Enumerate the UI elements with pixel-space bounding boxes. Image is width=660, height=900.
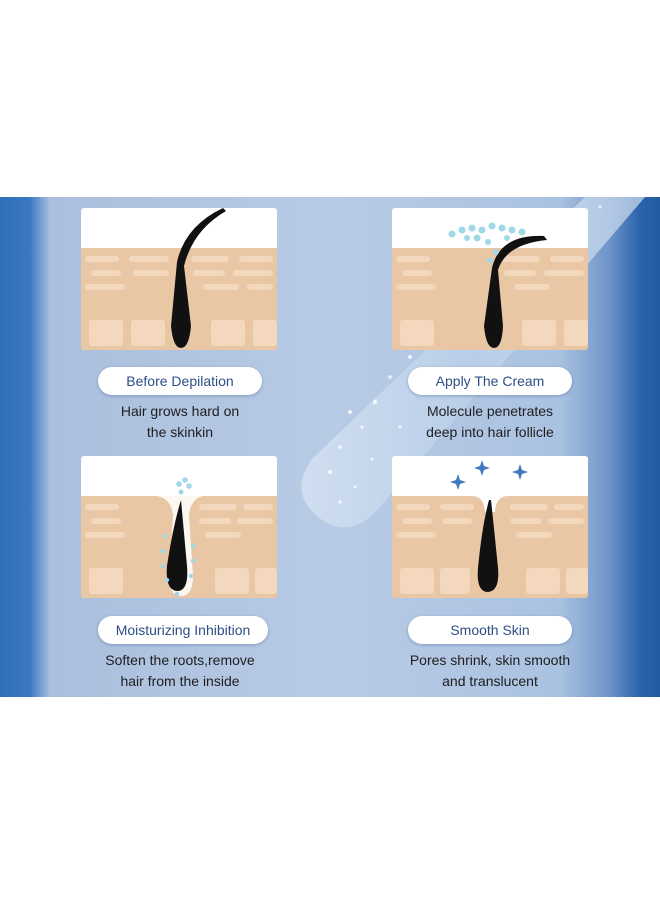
- hair-strand-icon: [477, 500, 499, 592]
- bubble-cluster-icon: [448, 222, 526, 263]
- hair-strand-icon: [484, 235, 547, 348]
- skin-diagram-before-depilation: [81, 208, 277, 350]
- skin-diagram-smooth-skin: [392, 456, 588, 598]
- step-title-before-depilation: Before Depilation: [98, 367, 262, 395]
- step-title-apply-cream: Apply The Cream: [408, 367, 572, 395]
- skin-diagram-apply-cream: [392, 208, 588, 350]
- step-title-smooth-skin: Smooth Skin: [408, 616, 572, 644]
- skin-diagram-moisturizing-inhibition: [81, 456, 277, 598]
- step-description-moisturizing-inhibition: Soften the roots,remove hair from the in…: [105, 652, 255, 689]
- bubble-cluster-icon: [160, 477, 196, 597]
- step-description-before-depilation: Hair grows hard on the skinkin: [120, 403, 240, 440]
- sparkle-icon: [450, 460, 528, 490]
- hair-strand-icon: [171, 208, 226, 348]
- step-description-smooth-skin: Pores shrink, skin smooth and translucen…: [409, 652, 571, 689]
- hair-strand-icon: [166, 500, 188, 591]
- step-title-moisturizing-inhibition: Moisturizing Inhibition: [98, 616, 268, 644]
- step-description-apply-cream: Molecule penetrates deep into hair folli…: [426, 403, 554, 440]
